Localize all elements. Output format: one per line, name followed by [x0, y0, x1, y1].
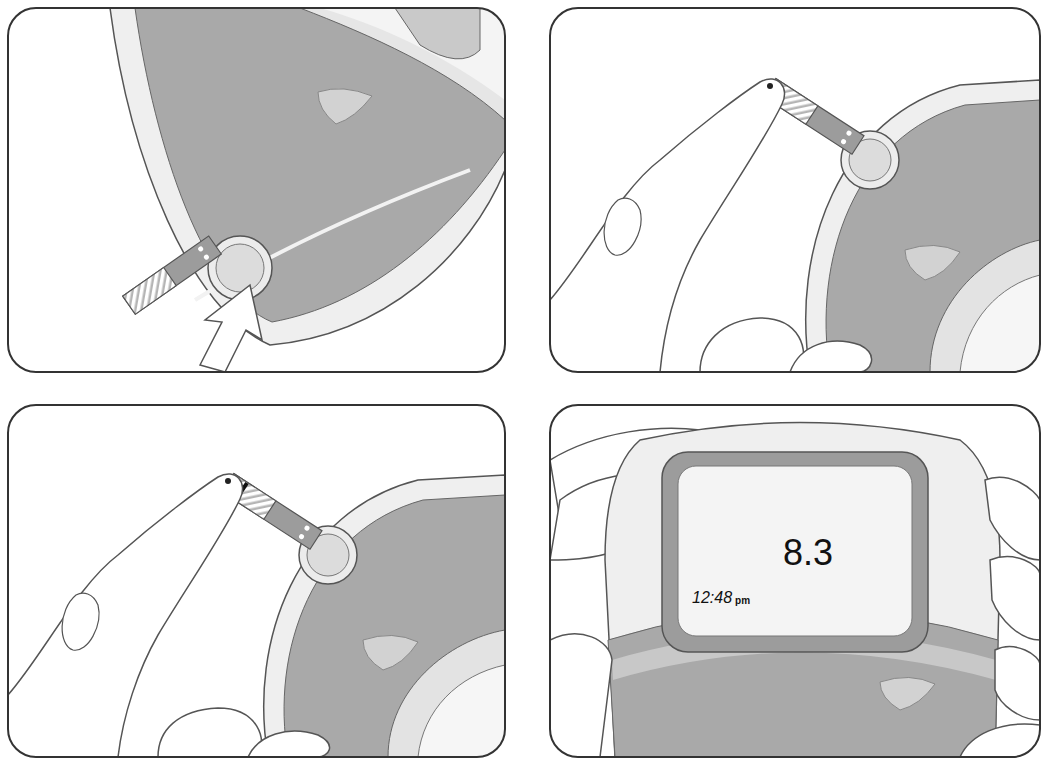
- insert-strip-panel: [8, 8, 505, 372]
- fill-strip-panel: [8, 405, 505, 757]
- apply-blood-panel: [550, 8, 1040, 372]
- time-suffix: pm: [735, 596, 750, 606]
- read-result-panel: [550, 405, 1040, 757]
- time-display: 12:48: [692, 590, 732, 606]
- glucose-reading: 8.3: [783, 535, 833, 571]
